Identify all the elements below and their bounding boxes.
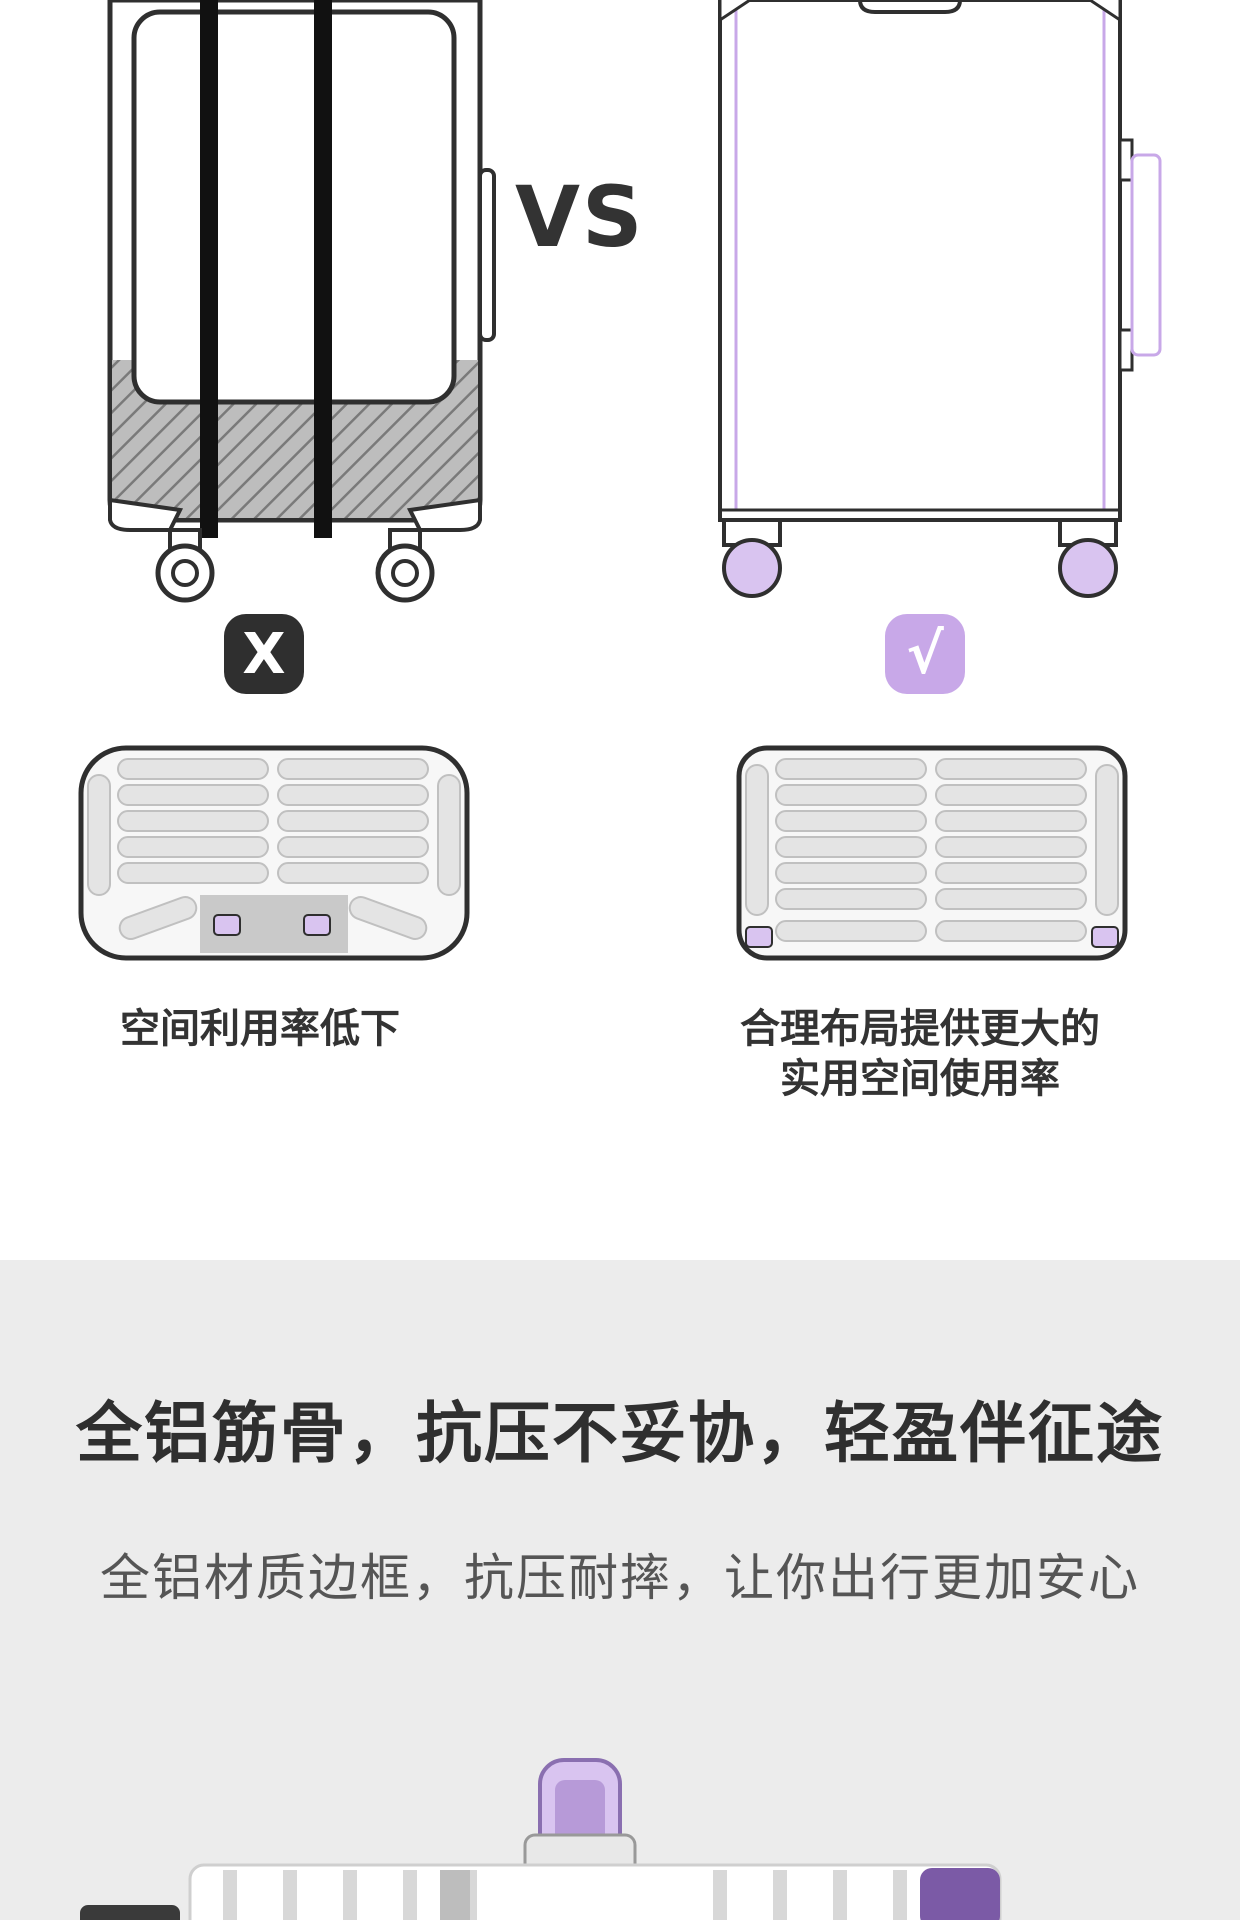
caption-efficient: 合理布局提供更大的 实用空间使用率 (690, 1004, 1150, 1104)
feature-headline: 全铝筋骨，抗压不妥协，轻盈伴征途 (76, 1395, 1164, 1472)
cross-icon: X (224, 614, 304, 694)
vs-label: VS (515, 168, 645, 266)
suitcase-aluminum-frame-illustration (718, 0, 1162, 598)
feature-subline: 全铝材质边框，抗压耐摔，让你出行更加安心 (100, 1549, 1140, 1607)
interior-layout-inefficient (78, 745, 470, 961)
interior-layout-efficient (736, 745, 1128, 961)
suitcase-top-partial-illustration (80, 1758, 1002, 1920)
suitcase-front-open-illustration (107, 0, 496, 603)
caption-inefficient: 空间利用率低下 (120, 1006, 400, 1052)
caption-efficient-line2: 实用空间使用率 (780, 1056, 1060, 1102)
check-icon: √ (885, 614, 965, 694)
caption-efficient-line1: 合理布局提供更大的 (740, 1006, 1100, 1052)
